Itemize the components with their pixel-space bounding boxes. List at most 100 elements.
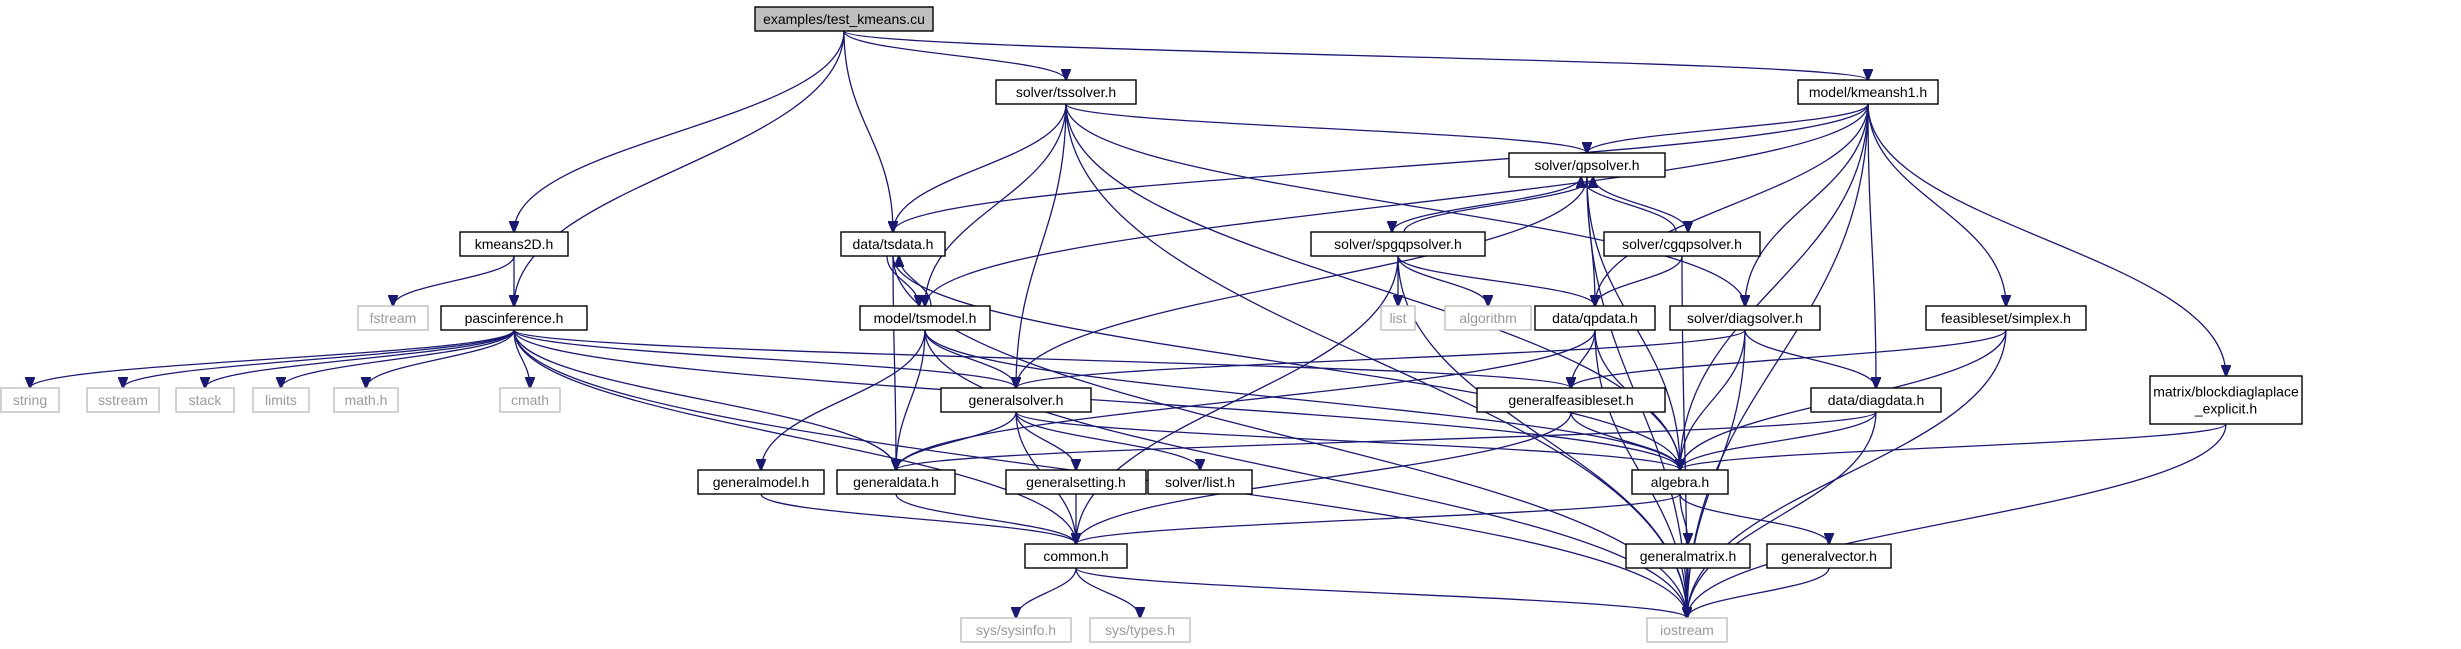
- node-label: solver/qpsolver.h: [1534, 157, 1639, 173]
- include-edge-tssolver-to-generalsolver: [1016, 103, 1067, 388]
- node-generalmodel[interactable]: generalmodel.h: [697, 469, 825, 495]
- node-stack: stack: [175, 387, 235, 413]
- include-edge-tsmodel-to-algebra: [924, 329, 1680, 470]
- node-label: sstream: [98, 392, 148, 408]
- node-label: cmath: [511, 392, 549, 408]
- include-edge-algebra-to-common: [1076, 493, 1681, 544]
- node-box: [1631, 469, 1729, 495]
- node-box: [840, 231, 946, 257]
- node-box: [1147, 469, 1253, 495]
- node-kmeans2d[interactable]: kmeans2D.h: [459, 231, 569, 257]
- node-diagdata[interactable]: data/diagdata.h: [1810, 387, 1942, 413]
- include-edge-kmeansh1-to-algebra: [1680, 103, 1869, 470]
- include-edge-generalsolver-to-algebra: [1015, 411, 1680, 470]
- node-common[interactable]: common.h: [1024, 543, 1128, 569]
- node-label: sys/sysinfo.h: [976, 622, 1056, 638]
- node-qpdata[interactable]: data/qpdata.h: [1534, 305, 1656, 331]
- node-label: common.h: [1043, 548, 1108, 564]
- node-box: [1766, 543, 1892, 569]
- node-spgqpsolver[interactable]: solver/spgqpsolver.h: [1310, 231, 1486, 257]
- node-generalsolver[interactable]: generalsolver.h: [940, 387, 1092, 413]
- node-label: solver/diagsolver.h: [1687, 310, 1803, 326]
- node-cmath: cmath: [499, 387, 561, 413]
- node-generalsetting[interactable]: generalsetting.h: [1005, 469, 1147, 495]
- node-label: pascinference.h: [465, 310, 564, 326]
- include-edge-kmeansh1-to-tsdata: [893, 103, 1869, 232]
- include-edge-spgqpsolver-to-qpsolver: [1403, 177, 1593, 233]
- node-box: [754, 6, 934, 32]
- include-edge-blockdiag-to-algebra: [1680, 423, 2227, 470]
- node-tsmodel[interactable]: model/tsmodel.h: [859, 305, 991, 331]
- node-box: [836, 469, 956, 495]
- node-kmeansh1[interactable]: model/kmeansh1.h: [1797, 79, 1939, 105]
- include-edge-diagdata-to-iostream: [1687, 411, 1877, 618]
- include-edge-generalsolver-to-solverlist: [1015, 411, 1200, 470]
- node-simplex[interactable]: feasibleset/simplex.h: [1925, 305, 2087, 331]
- include-edge-pascinference-to-generalfeasibleset: [513, 329, 1571, 388]
- include-edge-kmeansh1-to-simplex: [1867, 103, 2006, 306]
- include-edge-qpsolver-to-cgqpsolver: [1592, 176, 1688, 232]
- node-blockdiag[interactable]: matrix/blockdiaglaplace_explicit.h: [2149, 375, 2303, 425]
- node-qpsolver[interactable]: solver/qpsolver.h: [1508, 152, 1666, 178]
- node-generalmatrix[interactable]: generalmatrix.h: [1625, 543, 1751, 569]
- include-edge-qpsolver-to-spgqpsolver: [1392, 176, 1582, 232]
- include-edge-kmeansh1-to-qpdata: [1595, 103, 1869, 306]
- node-label: feasibleset/simplex.h: [1941, 310, 2071, 326]
- node-generalfeasibleset[interactable]: generalfeasibleset.h: [1476, 387, 1666, 413]
- include-edge-qpdata-to-generaldata: [896, 329, 1596, 470]
- node-label: sys/types.h: [1105, 622, 1175, 638]
- node-tsdata[interactable]: data/tsdata.h: [840, 231, 946, 257]
- node-root[interactable]: examples/test_kmeans.cu: [754, 6, 934, 32]
- include-edge-diagsolver-to-algebra: [1680, 329, 1746, 470]
- node-tssolver[interactable]: solver/tssolver.h: [995, 79, 1137, 105]
- include-edge-tsdata-to-tsmodel: [886, 255, 919, 306]
- include-edge-simplex-to-iostream: [1687, 329, 2007, 618]
- node-generaldata[interactable]: generaldata.h: [836, 469, 956, 495]
- include-edge-spgqpsolver-to-qpdata: [1397, 255, 1595, 306]
- node-box: [2149, 375, 2303, 425]
- include-edge-root-to-kmeansh1: [843, 30, 1868, 80]
- include-edge-root-to-pascinference: [514, 30, 845, 306]
- include-edge-tsmodel-to-tsdata: [899, 256, 932, 307]
- include-edge-algebra-to-generalmatrix: [1679, 493, 1688, 544]
- node-cgqpsolver[interactable]: solver/cgqpsolver.h: [1603, 231, 1761, 257]
- include-edge-generalmodel-to-common: [760, 493, 1076, 544]
- include-edge-tssolver-to-tsdata: [893, 103, 1067, 232]
- node-label: algorithm: [1459, 310, 1517, 326]
- node-label: stack: [189, 392, 223, 408]
- node-box: [1797, 79, 1939, 105]
- include-edge-tsdata-to-generaldata: [893, 255, 896, 470]
- include-edge-pascinference-to-sstream: [123, 329, 515, 388]
- include-edge-tssolver-to-diagsolver: [1065, 103, 1745, 306]
- node-label: data/diagdata.h: [1828, 392, 1925, 408]
- node-algebra[interactable]: algebra.h: [1631, 469, 1729, 495]
- node-box: [995, 79, 1137, 105]
- node-box: [86, 387, 160, 413]
- include-edge-cgqpsolver-to-qpsolver: [1581, 177, 1677, 233]
- node-box: [459, 231, 569, 257]
- node-label: solver/tssolver.h: [1016, 84, 1116, 100]
- include-edge-common-to-systypes: [1075, 567, 1140, 618]
- node-box: [1646, 617, 1728, 643]
- node-box: [0, 387, 60, 413]
- include-edge-diagsolver-to-generalsolver: [1016, 329, 1746, 388]
- node-pascinference[interactable]: pascinference.h: [440, 305, 588, 331]
- node-diagsolver[interactable]: solver/diagsolver.h: [1669, 305, 1821, 331]
- include-edge-kmeansh1-to-diagdata: [1867, 103, 1876, 388]
- node-label: kmeans2D.h: [475, 236, 554, 252]
- include-edge-kmeansh1-to-diagsolver: [1745, 103, 1869, 306]
- include-edge-diagsolver-to-diagdata: [1744, 329, 1876, 388]
- node-generalvector[interactable]: generalvector.h: [1766, 543, 1892, 569]
- node-label: model/tsmodel.h: [874, 310, 977, 326]
- include-edge-diagdata-to-generaldata: [896, 411, 1877, 470]
- node-label: generalvector.h: [1781, 548, 1877, 564]
- node-label: generalsolver.h: [969, 392, 1064, 408]
- include-edge-root-to-kmeans2d: [514, 30, 845, 232]
- include-edge-generalfeasibleset-to-common: [1076, 411, 1572, 544]
- include-edge-kmeansh1-to-blockdiag: [1867, 103, 2226, 376]
- node-solverlist[interactable]: solver/list.h: [1147, 469, 1253, 495]
- node-limits: limits: [252, 387, 310, 413]
- node-systypes: sys/types.h: [1089, 617, 1191, 643]
- node-label: solver/cgqpsolver.h: [1622, 236, 1742, 252]
- node-box: [1310, 231, 1486, 257]
